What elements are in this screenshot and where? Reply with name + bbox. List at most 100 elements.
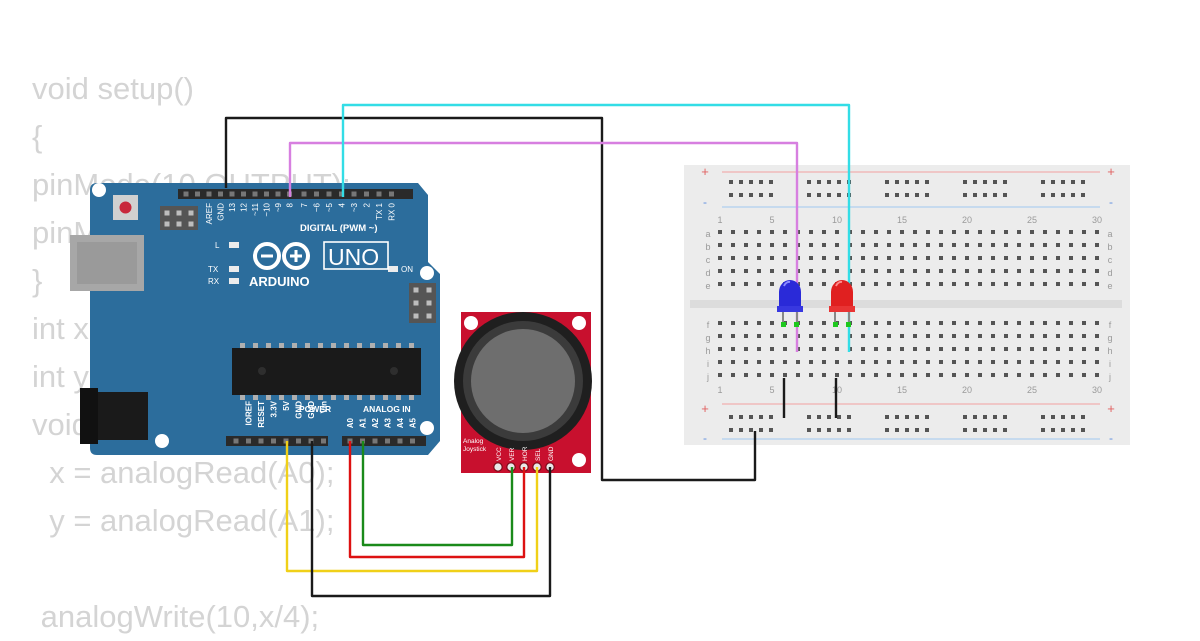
breadboard-hole (887, 256, 891, 260)
logo-minus-sign (261, 254, 273, 258)
breadboard-hole (1082, 373, 1086, 377)
logo-plus-sign-v (294, 250, 298, 262)
breadboard-hole (744, 269, 748, 273)
rail-hole (769, 428, 773, 432)
breadboard-hole (926, 243, 930, 247)
digital-pin-holes (183, 191, 394, 197)
breadboard-hole (848, 373, 852, 377)
rail-hole (837, 415, 841, 419)
breadboard-hole (926, 230, 930, 234)
rail-hole (1071, 180, 1075, 184)
breadboard-hole (1004, 360, 1008, 364)
digital-pin-hole (351, 191, 357, 197)
on-led (388, 266, 398, 272)
power-pin-label: GND (295, 401, 304, 419)
rx-led (229, 278, 239, 284)
breadboard-hole (978, 282, 982, 286)
digital-pin-label: 12 (240, 202, 249, 211)
row-label-c-left: c (706, 255, 711, 265)
rail-hole (1081, 180, 1085, 184)
uno-badge (323, 241, 389, 270)
breadboard-hole (1095, 373, 1099, 377)
icsp-header-right (409, 283, 436, 323)
icsp-pin (188, 221, 194, 227)
breadboard-hole (770, 334, 774, 338)
rail-hole (885, 415, 889, 419)
breadboard-hole (887, 360, 891, 364)
breadboard-hole (900, 347, 904, 351)
breadboard-hole (770, 243, 774, 247)
breadboard-hole (718, 334, 722, 338)
breadboard-hole (991, 282, 995, 286)
rail-hole (1051, 415, 1055, 419)
rail-hole (1051, 428, 1055, 432)
analog-pin-label: A1 (359, 417, 368, 428)
breadboard-hole (900, 256, 904, 260)
breadboard-hole (887, 269, 891, 273)
breadboard-hole (978, 360, 982, 364)
rail-hole (1041, 415, 1045, 419)
col-label-30-bottom: 30 (1092, 385, 1102, 395)
breadboard-hole (809, 243, 813, 247)
icsp-pin (164, 210, 170, 216)
joystick-label-line1: Analog (463, 438, 484, 445)
breadboard-hole (952, 334, 956, 338)
breadboard-hole (965, 321, 969, 325)
breadboard-hole (926, 269, 930, 273)
rail-hole (983, 415, 987, 419)
col-label-25-top: 25 (1027, 215, 1037, 225)
joystick-pin-label: VER (509, 447, 516, 461)
row-label-h-right: h (1107, 346, 1112, 356)
breadboard-hole (1030, 256, 1034, 260)
breadboard-hole (783, 347, 787, 351)
breadboard-hole (1069, 321, 1073, 325)
icsp-pin (413, 287, 419, 293)
rail-hole (993, 428, 997, 432)
minus-sign-bottom-left: - (703, 431, 707, 445)
breadboard-hole (874, 230, 878, 234)
rail-hole (1081, 415, 1085, 419)
rail-hole (973, 415, 977, 419)
breadboard-hole (1082, 360, 1086, 364)
breadboard-hole (1017, 230, 1021, 234)
rail-hole (729, 180, 733, 184)
digital-pin-hole (229, 191, 235, 197)
rail-hole (895, 415, 899, 419)
rail-hole (817, 428, 821, 432)
red-led-pin-b (846, 322, 851, 327)
power-pin-label: GND (307, 401, 316, 419)
plus-sign-bottom-right: + (1107, 401, 1115, 416)
breadboard-hole (1030, 334, 1034, 338)
breadboard-hole (809, 269, 813, 273)
rail-hole (915, 193, 919, 197)
analog-pin-label: A0 (346, 417, 355, 428)
breadboard-hole (991, 360, 995, 364)
breadboard-hole (939, 373, 943, 377)
breadboard-hole (835, 269, 839, 273)
col-label-15-bottom: 15 (897, 385, 907, 395)
rail-hole (905, 415, 909, 419)
breadboard-hole (1082, 347, 1086, 351)
breadboard-hole (757, 334, 761, 338)
digital-pin-hole (218, 191, 223, 197)
breadboard-hole (1069, 373, 1073, 377)
plus-sign-top-right: + (1107, 164, 1115, 179)
rail-hole (817, 193, 821, 197)
wire-green-a1-to-ver (361, 441, 514, 547)
power-pin-hole (246, 438, 251, 444)
breadboard-hole (952, 282, 956, 286)
chip-pin (253, 395, 258, 400)
breadboard-hole (952, 321, 956, 325)
rail-hole (807, 415, 811, 419)
joystick-knob[interactable] (471, 329, 575, 433)
chip-pin (344, 395, 349, 400)
plus-sign-top-left: + (701, 164, 709, 179)
chip-mark-left (258, 367, 266, 375)
breadboard-hole (1056, 347, 1060, 351)
digital-pin-hole (241, 191, 246, 197)
wire-violet-pin9-to-blue-led (288, 141, 799, 352)
plus-sign-bottom-left: + (701, 401, 709, 416)
row-label-b-right: b (1107, 242, 1112, 252)
breadboard-hole (1095, 256, 1099, 260)
